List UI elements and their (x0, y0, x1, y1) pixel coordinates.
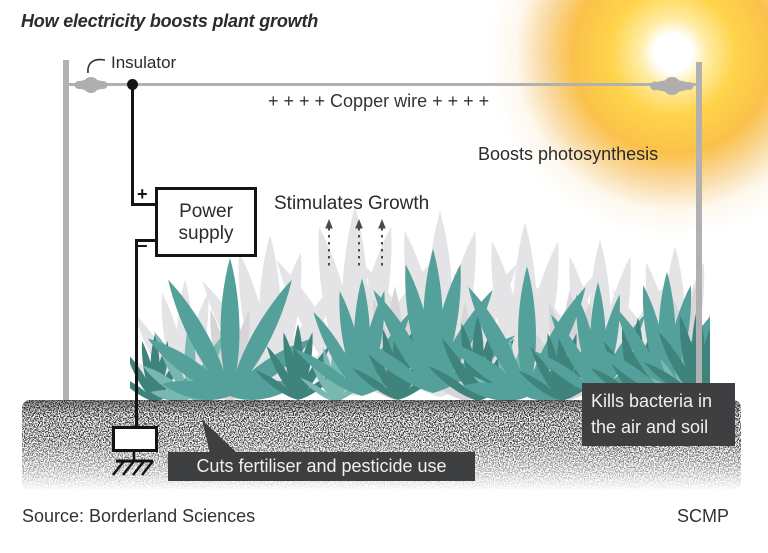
insulator-pointer-line (87, 58, 106, 74)
cuts-callout-pointer (202, 420, 237, 453)
source-credit: Source: Borderland Sciences (22, 506, 256, 526)
negative-terminal-label: − (137, 236, 148, 256)
photosynthesis-label: Boosts photosynthesis (478, 144, 659, 164)
earth-ground-icon (112, 450, 154, 476)
positive-wire (131, 84, 156, 206)
callout-kills-bacteria: Kills bacteria in the air and soil (582, 383, 735, 446)
right-pole (696, 62, 702, 400)
positive-terminal-label: + (137, 184, 148, 204)
page-title: How electricity boosts plant growth (21, 11, 319, 31)
insulator-right-icon (650, 77, 694, 95)
power-supply-label-line1: Power (179, 201, 233, 222)
insulator-label: Insulator (111, 53, 177, 72)
kills-label-line2: the air and soil (591, 417, 709, 437)
growth-arrows (325, 219, 386, 268)
stimulates-growth-label: Stimulates Growth (274, 193, 430, 214)
insulator-left-icon (74, 77, 108, 93)
scmp-credit: SCMP (676, 506, 729, 526)
ground-connector-box (112, 426, 158, 452)
copper-wire (66, 83, 702, 86)
callout-cuts-fertiliser: Cuts fertiliser and pesticide use (168, 452, 475, 481)
copper-wire-label: + + + + Copper wire + + + + (268, 91, 490, 111)
power-supply-label-line2: supply (178, 222, 234, 244)
negative-wire (135, 239, 158, 428)
power-supply-box: Power supply (155, 187, 257, 257)
kills-label-line1: Kills bacteria in (591, 391, 713, 411)
left-pole (63, 60, 69, 400)
